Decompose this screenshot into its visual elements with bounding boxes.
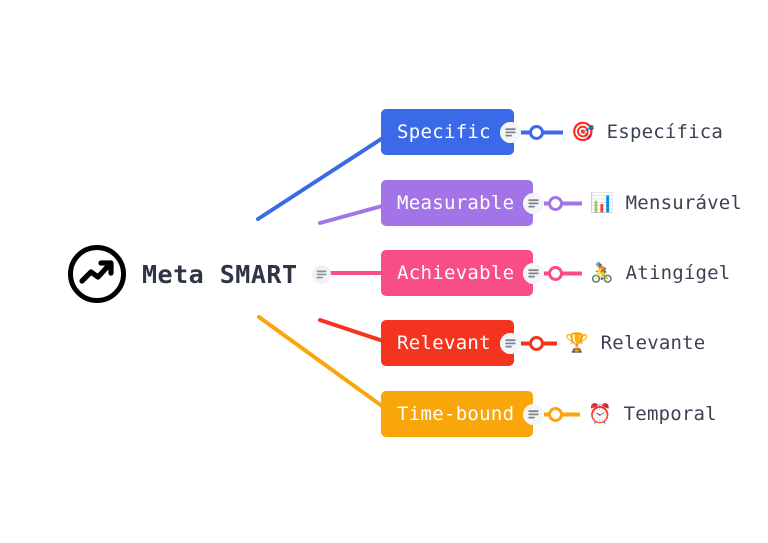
node-time-bound[interactable]: Time-bound [381,391,545,437]
note-icon[interactable] [499,121,521,143]
leaf-label-achievable: Atingígel [625,262,731,284]
target-icon: 🎯 [571,120,595,143]
node-relevant[interactable]: Relevant [381,320,521,366]
leaf-label-time-bound: Temporal [623,403,717,425]
connector-dot-achievable[interactable] [548,266,563,281]
connector-dot-measurable[interactable] [548,196,563,211]
alarm-clock-icon: ⏰ [588,402,612,425]
connector-dot-time-bound[interactable] [548,407,563,422]
leaf-time-bound[interactable]: ⏰ Temporal [588,403,717,425]
edge-specific [256,130,394,221]
root-node[interactable]: Meta SMART [66,243,331,305]
node-label-relevant: Relevant [397,332,491,354]
note-icon[interactable] [311,264,331,284]
connector-dot-specific[interactable] [529,125,544,140]
trending-up-circle-icon [66,243,128,305]
edge-time-bound [257,315,395,416]
node-measurable[interactable]: Measurable [381,180,545,226]
leaf-measurable[interactable]: 📊 Mensurável [590,192,742,214]
node-achievable[interactable]: Achievable [381,250,545,296]
cyclist-icon: 🚴 [590,261,614,284]
leaf-achievable[interactable]: 🚴 Atingígel [590,262,730,284]
node-specific[interactable]: Specific [381,109,521,155]
bar-chart-icon: 📊 [590,191,614,214]
leaf-specific[interactable]: 🎯 Específica [571,121,723,143]
connector-dot-relevant[interactable] [529,336,544,351]
leaf-relevant[interactable]: 🏆 Relevante [565,332,705,354]
root-title: Meta SMART [142,259,298,289]
note-icon[interactable] [523,192,545,214]
trophy-icon: 🏆 [565,331,589,354]
leaf-label-relevant: Relevante [600,332,706,354]
node-label-achievable: Achievable [397,262,515,284]
note-icon[interactable] [523,403,545,425]
note-icon[interactable] [499,332,521,354]
note-icon[interactable] [523,262,545,284]
leaf-label-measurable: Mensurável [625,192,743,214]
leaf-label-specific: Específica [606,121,724,143]
node-label-specific: Specific [397,121,491,143]
node-label-time-bound: Time-bound [397,403,515,425]
node-label-measurable: Measurable [397,192,515,214]
